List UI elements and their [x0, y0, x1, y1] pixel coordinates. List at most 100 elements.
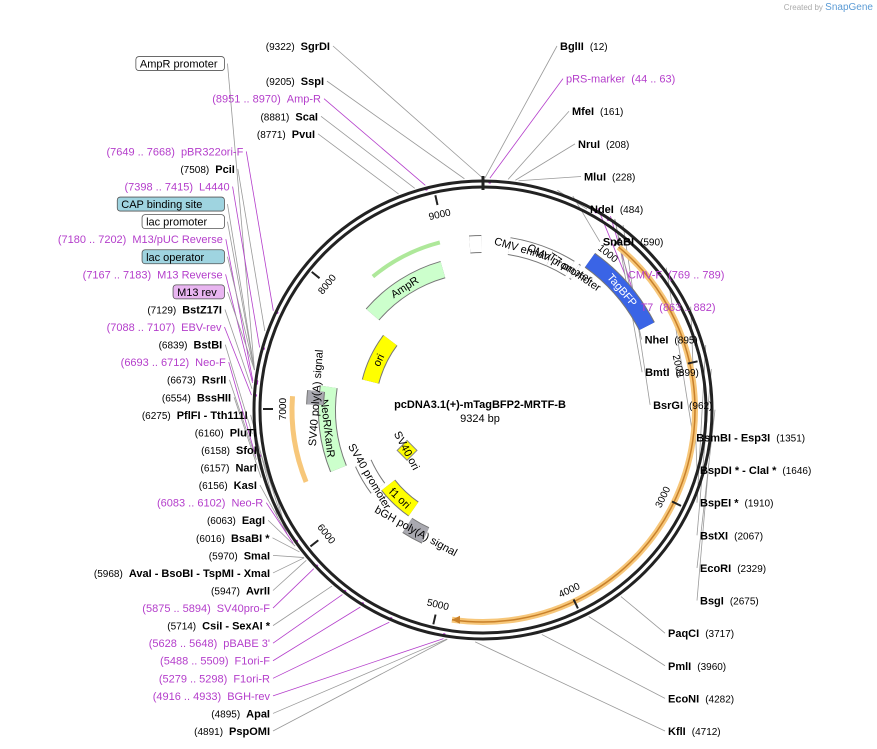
site-label: (8771)PvuI	[257, 129, 315, 141]
enzyme-label: (5968)AvaI - BsoBI - TspMI - XmaI	[94, 568, 270, 580]
tick-label: 8000	[316, 272, 339, 297]
site-label: M13 rev	[172, 284, 225, 300]
feature-bgh-poly-a-signal	[402, 518, 429, 543]
leader-line	[518, 176, 582, 182]
enzyme-label: MfeI(161)	[572, 106, 623, 118]
enzyme-label: (6016)BsaBI *	[196, 533, 270, 545]
leader-line	[272, 621, 390, 679]
leader-line	[272, 557, 305, 574]
primer-label: (7649 .. 7668)pBR322ori-F	[106, 146, 243, 158]
leader-line	[484, 45, 558, 179]
site-label: (7129)BstZ17I	[147, 304, 222, 316]
site-label: (7508)PciI	[180, 164, 234, 176]
site-label: (6083 .. 6102)Neo-R	[157, 498, 263, 510]
enzyme-label: (6839)BstBI	[159, 340, 223, 352]
feature-box-label: AmpR promoter	[140, 59, 218, 71]
enzyme-label: (7508)PciI	[180, 164, 234, 176]
site-label: KflI(4712)	[668, 726, 721, 738]
label-leaders	[224, 45, 716, 732]
primer-label: (8951 .. 8970)Amp-R	[212, 94, 321, 106]
site-label: (5714)CsiI - SexAI *	[167, 621, 270, 633]
enzyme-label: BmtI(899)	[645, 367, 699, 379]
primer-label: CMV-F(769 .. 789)	[628, 269, 725, 281]
feature-label: bGH poly(A) signal	[372, 504, 459, 559]
feature-f1-ori	[381, 480, 419, 516]
enzyme-label: PaqCI(3717)	[668, 628, 734, 640]
leader-line	[267, 519, 296, 547]
site-label: (6693 .. 6712)Neo-F	[121, 357, 226, 369]
site-label: MluI(228)	[584, 171, 635, 183]
leader-line	[237, 168, 266, 332]
primer-label: T7(863 .. 882)	[640, 302, 715, 314]
site-label: (5279 .. 5298)F1ori-R	[159, 673, 270, 685]
primer-label: (5488 .. 5509)F1ori-F	[160, 656, 270, 668]
tick-mark	[311, 271, 321, 279]
site-label: (5970)SmaI	[209, 550, 270, 562]
enzyme-label: (4895)ApaI	[211, 708, 270, 720]
leader-line	[224, 326, 252, 396]
site-label: BstXI(2067)	[700, 530, 763, 542]
leader-line	[272, 606, 361, 662]
primer-label: (6083 .. 6102)Neo-R	[157, 498, 263, 510]
site-label: (7167 .. 7183)M13 Reverse	[83, 269, 223, 281]
enzyme-label: (6157)NarI	[201, 463, 257, 475]
site-label: BsgI(2675)	[700, 596, 759, 608]
leader-line	[272, 585, 333, 626]
site-label: (4895)ApaI	[211, 708, 270, 720]
feature-ampr	[366, 261, 446, 320]
site-label: (7649 .. 7668)pBR322ori-F	[106, 146, 243, 158]
feature-cmv-enhancer	[507, 238, 553, 266]
enzyme-label: BstXI(2067)	[700, 530, 763, 542]
enzyme-label: BspDI * - ClaI *(1646)	[700, 465, 811, 477]
leader-line	[245, 151, 274, 311]
enzyme-label: NruI(208)	[578, 139, 629, 151]
site-label: (4916 .. 4933)BGH-rev	[153, 691, 271, 703]
enzyme-label: SnaBI(590)	[603, 237, 664, 249]
leader-line	[225, 239, 254, 381]
enzyme-label: EcoRI(2329)	[700, 563, 766, 575]
feature-label: ori	[371, 352, 387, 368]
enzyme-label: BsgI(2675)	[700, 596, 759, 608]
feature-neor-kanr	[319, 385, 346, 472]
site-label: (6157)NarI	[201, 463, 257, 475]
enzyme-label: BspEI *(1910)	[700, 498, 773, 510]
site-label: T7(863 .. 882)	[640, 302, 715, 314]
enzyme-label: (5970)SmaI	[209, 550, 270, 562]
tick-mark	[687, 360, 698, 365]
leader-line	[597, 208, 626, 275]
feature-cmv-promoter	[546, 250, 575, 276]
leader-line	[332, 45, 483, 179]
feature-box	[141, 214, 225, 230]
site-label: (6673)RsrII	[167, 375, 226, 387]
snapgene-credit: Created by SnapGene	[784, 2, 873, 13]
enzyme-label: KflI(4712)	[668, 726, 721, 738]
primer-label: (7088 .. 7107)EBV-rev	[107, 322, 222, 334]
enzyme-label: (6673)RsrII	[167, 375, 226, 387]
leader-line	[326, 80, 465, 180]
leader-line	[272, 560, 307, 591]
feature-box-label: lac operator	[146, 252, 204, 264]
leader-line	[224, 344, 253, 435]
leader-line	[696, 463, 710, 601]
primer-label: (5628 .. 5648)pBABE 3'	[149, 638, 270, 650]
feature-box	[135, 56, 225, 71]
enzyme-label: (6158)SfoI	[201, 445, 257, 457]
site-label: (6839)BstBI	[159, 340, 223, 352]
leader-line	[232, 186, 260, 348]
site-label: (6156)KasI	[199, 480, 257, 492]
site-label: BsmBI - Esp3I(1351)	[696, 432, 805, 444]
leader-line	[665, 267, 694, 438]
leader-line	[475, 641, 666, 732]
enzyme-label: (4891)PspOMI	[194, 726, 270, 738]
feature-box-label: lac promoter	[146, 217, 207, 229]
enzyme-label: BglII(12)	[560, 41, 608, 53]
leader-line	[224, 309, 253, 389]
leader-line	[696, 368, 712, 536]
enzyme-label: (8771)PvuI	[257, 129, 315, 141]
primer-label: (7180 .. 7202)M13/pUC Reverse	[58, 234, 223, 246]
site-label: (7398 .. 7415)L4440	[124, 182, 229, 194]
enzyme-label: NheI(895)	[645, 335, 698, 347]
primer-label: (6693 .. 6712)Neo-F	[121, 357, 226, 369]
